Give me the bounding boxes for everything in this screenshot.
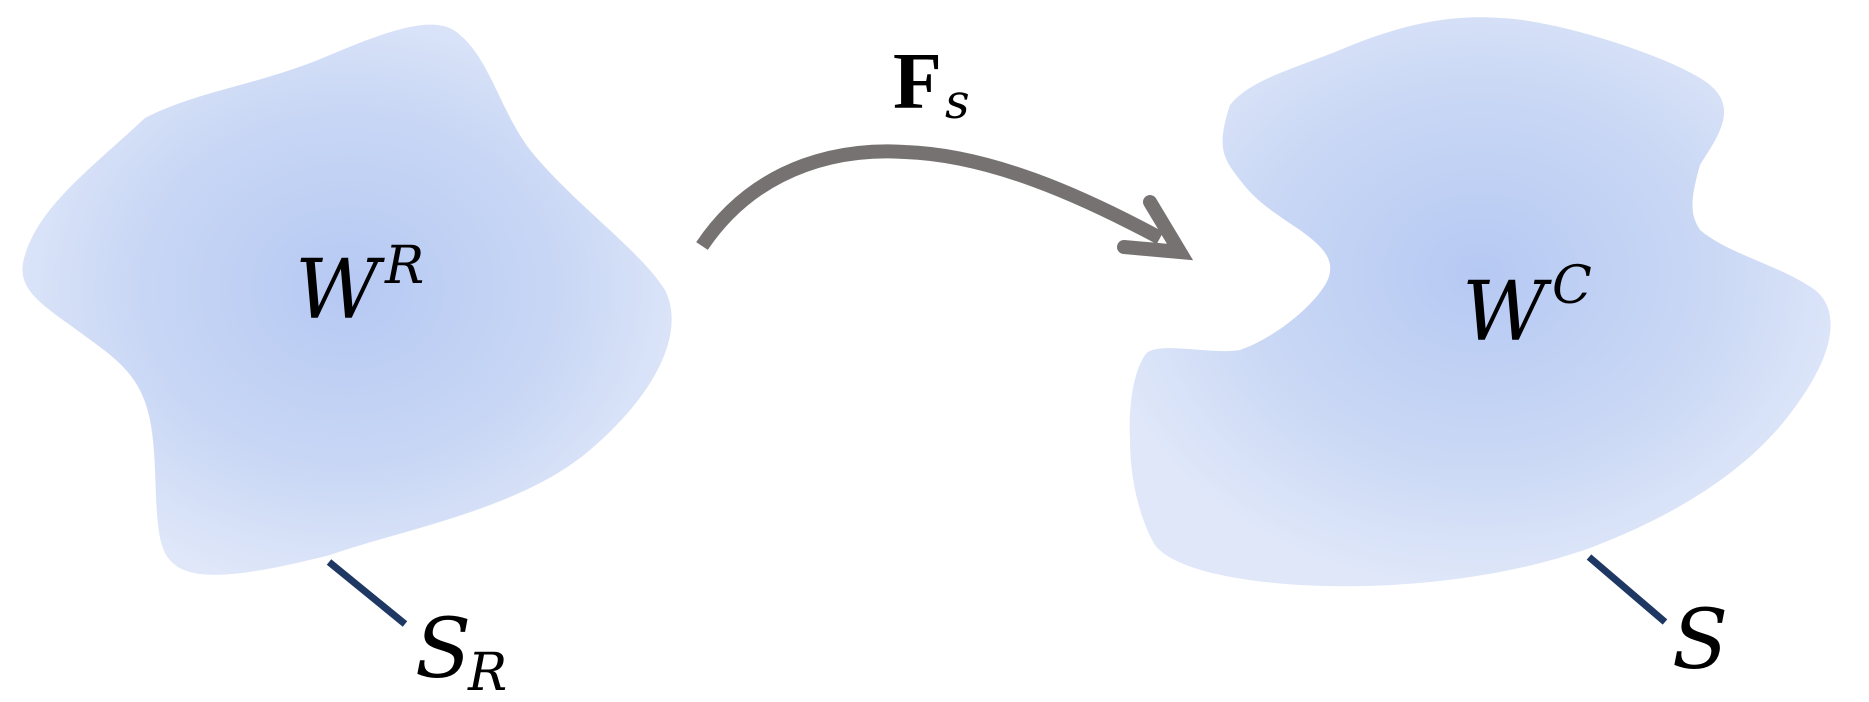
mapping-label: F (893, 38, 942, 126)
current-region-shape (1129, 17, 1831, 587)
mapping-arrow: F s (696, 38, 1194, 261)
current-region: W C (1129, 17, 1831, 587)
current-boundary-marker: S (1586, 554, 1728, 688)
current-region-label: W (1462, 265, 1552, 360)
reference-boundary-marker: S R (326, 559, 507, 702)
arrowhead-icon (1117, 195, 1194, 261)
reference-region-label: W (295, 243, 385, 338)
mapping-label-subscript: s (945, 74, 970, 130)
reference-region-label-superscript: R (384, 236, 424, 296)
reference-region-shape (22, 24, 672, 575)
reference-region: W R (22, 24, 672, 575)
current-boundary-label: S (1672, 593, 1728, 688)
current-region-label-superscript: C (1552, 256, 1592, 316)
mapping-arrow-shaft (696, 144, 1164, 250)
reference-boundary-label-subscript: R (467, 643, 507, 702)
current-boundary-leader-line (1586, 554, 1668, 625)
reference-boundary-leader-line (326, 559, 408, 627)
reference-boundary-label: S (415, 602, 471, 697)
